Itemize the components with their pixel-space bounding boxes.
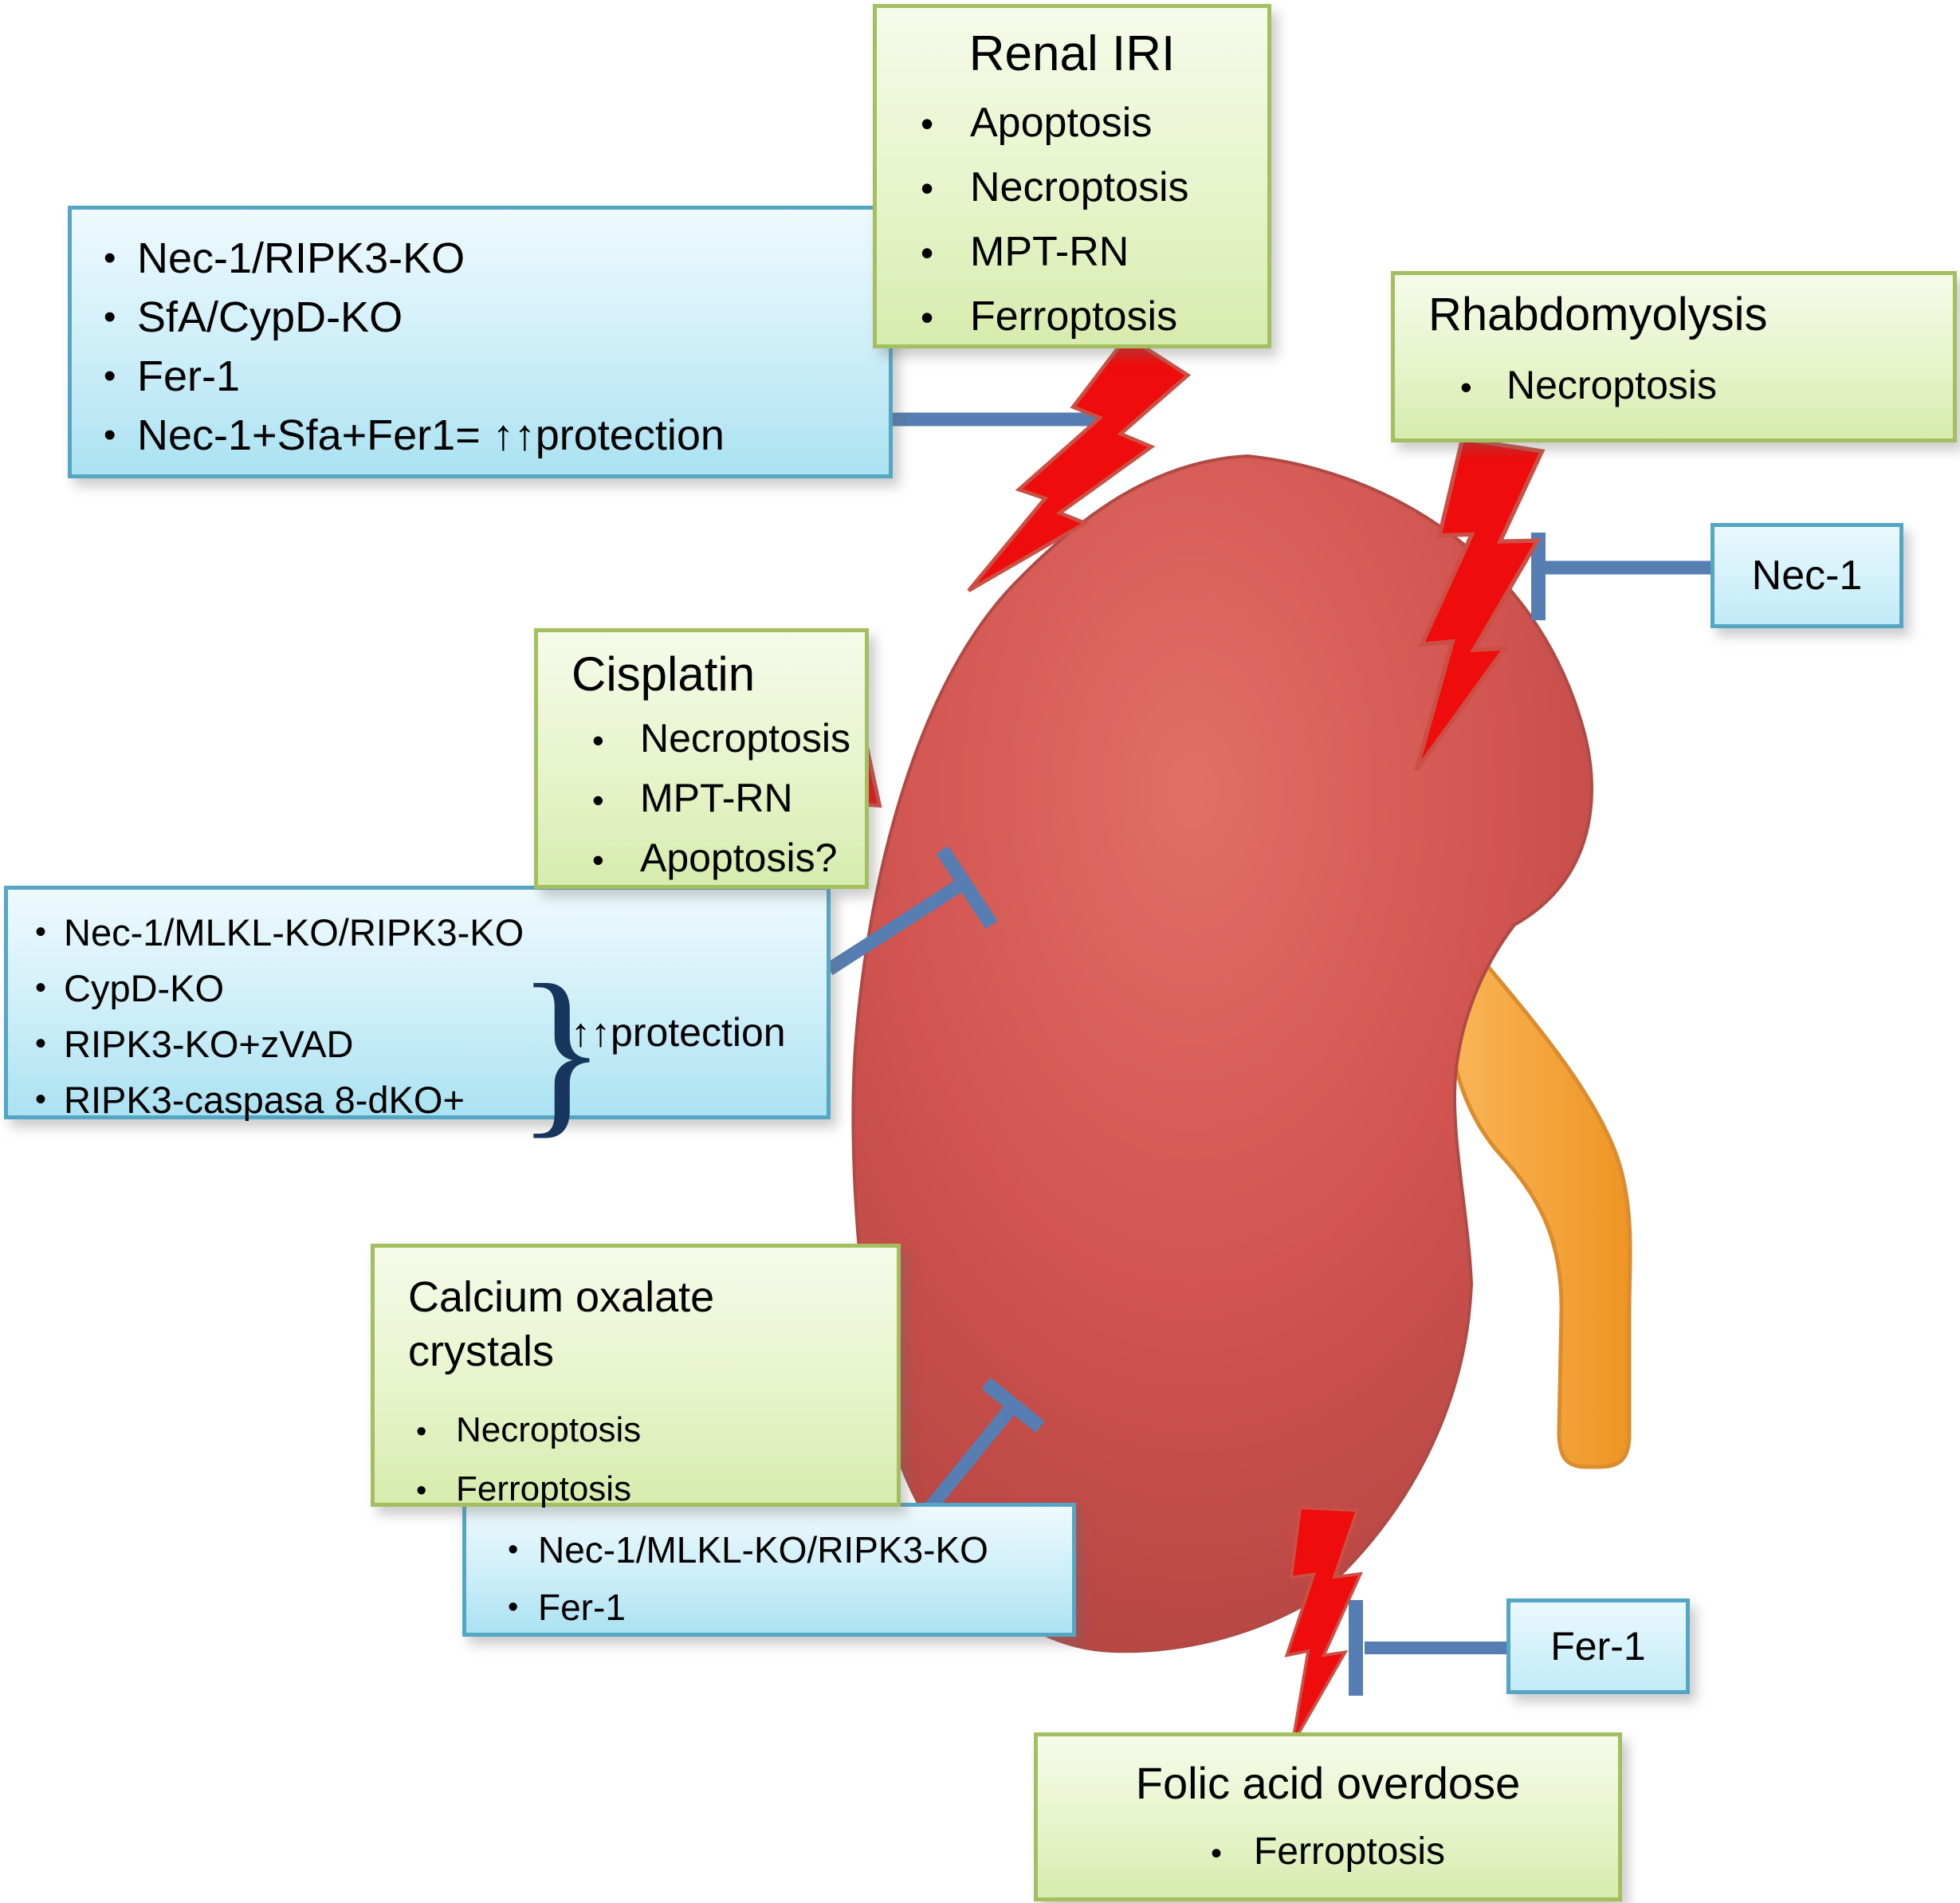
inhibitor-tbar-fer1 — [1349, 1600, 1508, 1696]
list-item: Ferroptosis — [416, 1469, 897, 1509]
list-item: Apoptosis — [921, 99, 1267, 147]
list-item: Nec-1+Sfa+Fer1= ↑↑protection — [104, 406, 889, 465]
list-item: MPT-RN — [592, 775, 865, 821]
list-item: Apoptosis? — [592, 835, 865, 881]
inhibitor-tbar-calcium — [925, 1378, 1045, 1512]
inhibitor-label: Nec-1 — [1751, 552, 1863, 599]
list-item: MPT-RN — [921, 228, 1267, 276]
list-item: Nec-1/MLKL-KO/RIPK3-KO — [35, 904, 827, 960]
list-item: Ferroptosis — [921, 293, 1267, 340]
list-item: Ferroptosis — [1038, 1830, 1618, 1874]
inhibitor-label: Fer-1 — [1550, 1624, 1646, 1669]
list-item: Fer-1 — [104, 347, 889, 406]
box-nec1-inhibitor: Nec-1 — [1711, 523, 1903, 628]
box-title: crystals — [408, 1327, 555, 1375]
kidney-shape — [851, 454, 1593, 1653]
ureter-shape — [1447, 930, 1632, 1469]
list-item: Necroptosis — [921, 163, 1267, 211]
list-item: SfA/CypD-KO — [104, 288, 889, 347]
box-iri-protection: Nec-1/RIPK3-KO SfA/CypD-KO Fer-1 Nec-1+S… — [68, 206, 893, 478]
list-item: Necroptosis — [1460, 362, 1953, 408]
inhibitor-tbar-nec1 — [1531, 533, 1712, 620]
list-item: Nec-1/RIPK3-KO — [104, 229, 889, 288]
box-title: Renal IRI — [968, 26, 1176, 81]
inhibitor-tbar-cisplatin — [825, 846, 998, 976]
list-item: RIPK3-KO+zVAD — [35, 1016, 827, 1071]
box-fer1-inhibitor: Fer-1 — [1506, 1598, 1690, 1694]
lightning-bolt-folic-acid — [1284, 1506, 1363, 1745]
lightning-bolt-renal-iri — [967, 333, 1192, 592]
list-item: Fer-1 — [508, 1579, 1072, 1636]
protection-label: ↑↑protection — [571, 1010, 786, 1055]
box-calcium-oxalate: Calcium oxalate crystals Necroptosis Fer… — [371, 1244, 901, 1509]
list-item: CypD-KO — [35, 960, 827, 1016]
box-rhabdomyolysis: Rhabdomyolysis Necroptosis — [1391, 271, 1957, 442]
box-renal-iri: Renal IRI Apoptosis Necroptosis MPT-RN F… — [873, 4, 1271, 348]
list-item: Necroptosis — [592, 715, 865, 761]
lightning-bolt-rhabdomyolysis — [1414, 436, 1546, 772]
box-cisplatin-protection: Nec-1/MLKL-KO/RIPK3-KO CypD-KO RIPK3-KO+… — [4, 886, 831, 1121]
list-item: RIPK3-caspasa 8-dKO+ — [35, 1071, 827, 1127]
list-item: Nec-1/MLKL-KO/RIPK3-KO — [508, 1521, 1072, 1579]
box-folic-acid-overdose: Folic acid overdose Ferroptosis — [1034, 1732, 1622, 1901]
box-title: Cisplatin — [572, 647, 756, 701]
list-item: Necroptosis — [416, 1410, 897, 1450]
box-title: Calcium oxalate — [408, 1273, 715, 1321]
box-title: Rhabdomyolysis — [1428, 289, 1768, 340]
brace-icon: } — [517, 946, 607, 1154]
box-cisplatin: Cisplatin Necroptosis MPT-RN Apoptosis? — [534, 628, 869, 889]
box-title: Folic acid overdose — [1135, 1758, 1521, 1808]
box-calcium-protection: Nec-1/MLKL-KO/RIPK3-KO Fer-1 — [462, 1503, 1076, 1637]
